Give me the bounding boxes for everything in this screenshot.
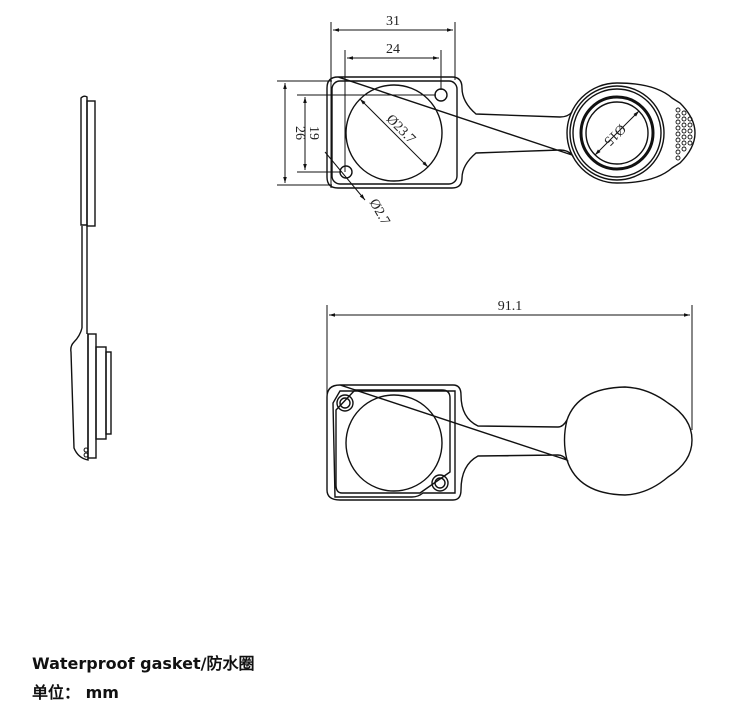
drawing-title: Waterproof gasket/防水圈: [32, 654, 255, 673]
dim-width-outer: 31: [386, 14, 400, 29]
dim-bore-diameter: Ø23.7: [383, 112, 418, 147]
dim-height-holes: 19: [306, 126, 321, 140]
dim-hole-diameter: Ø2.7: [366, 197, 393, 228]
side-view: [70, 95, 112, 461]
dim-cap-diameter: Ø15: [601, 121, 629, 149]
top-view: [326, 76, 696, 189]
units-label: 单位： mm: [32, 683, 119, 702]
top-view-dimensions: [277, 22, 640, 201]
bottom-view: [326, 305, 693, 501]
dim-total-length: 91.1: [498, 299, 523, 314]
dim-width-holes: 24: [386, 42, 400, 57]
dim-height-outer: 26: [292, 126, 307, 140]
